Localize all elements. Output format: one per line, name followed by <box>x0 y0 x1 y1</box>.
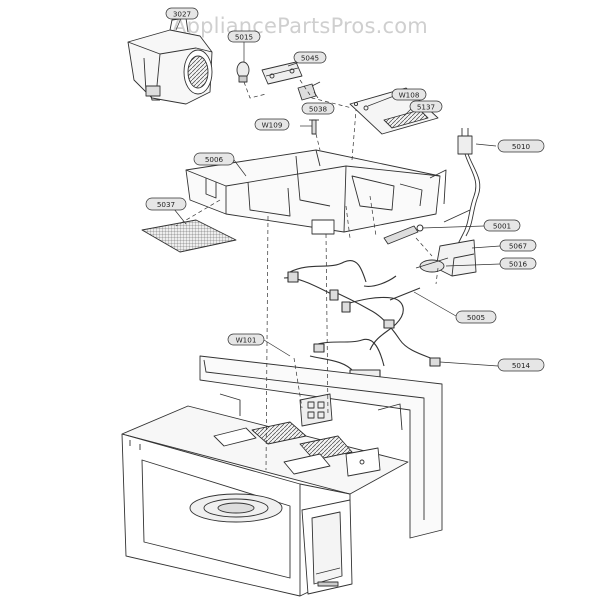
lamp-part[interactable] <box>236 61 250 83</box>
label-w108[interactable]: W108 <box>391 88 427 101</box>
label-5038-text: 5038 <box>309 105 328 114</box>
label-5005-text: 5005 <box>467 313 485 322</box>
fan-motor-part[interactable] <box>127 17 213 105</box>
upper-frame-part[interactable] <box>185 149 447 235</box>
label-5005[interactable]: 5005 <box>455 310 497 324</box>
screw-part[interactable] <box>309 119 319 135</box>
label-5016[interactable]: 5016 <box>499 257 537 270</box>
label-leader-lines <box>169 15 501 367</box>
label-5015-text: 5015 <box>235 33 253 42</box>
label-5001-text: 5001 <box>493 222 511 231</box>
label-5137[interactable]: 5137 <box>409 100 443 113</box>
label-5014[interactable]: 5014 <box>497 358 545 372</box>
label-w101-text: W101 <box>236 336 257 345</box>
label-5037[interactable]: 5037 <box>145 197 187 211</box>
label-5016-text: 5016 <box>509 260 528 269</box>
thermal-sensor-part[interactable] <box>383 224 424 245</box>
label-5010-text: 5010 <box>512 142 531 151</box>
label-5045-text: 5045 <box>301 54 319 63</box>
oven-cavity-part[interactable] <box>121 355 443 597</box>
label-5006[interactable]: 5006 <box>193 152 235 166</box>
label-5137-text: 5137 <box>417 103 435 112</box>
switch-part[interactable] <box>297 81 321 101</box>
label-5067[interactable]: 5067 <box>499 239 537 252</box>
label-3027-text: 3027 <box>173 10 191 19</box>
site-watermark: AppliancePartsPros.com <box>172 14 428 38</box>
label-w101[interactable]: W101 <box>227 333 265 346</box>
label-5015[interactable]: 5015 <box>227 30 261 43</box>
label-5038[interactable]: 5038 <box>301 102 335 115</box>
label-w108-text: W108 <box>399 91 420 100</box>
assembly-guide-lines <box>175 79 439 471</box>
label-5037-text: 5037 <box>157 200 175 209</box>
wire-harness-part[interactable] <box>283 260 441 381</box>
label-5045[interactable]: 5045 <box>293 51 327 64</box>
lamp-socket-part[interactable] <box>261 61 303 85</box>
label-5010[interactable]: 5010 <box>497 139 545 153</box>
label-5014-text: 5014 <box>512 361 531 370</box>
label-5067-text: 5067 <box>509 242 527 251</box>
label-w109-text: W109 <box>262 121 283 130</box>
label-3027[interactable]: 3027 <box>165 7 199 20</box>
label-5006-text: 5006 <box>205 155 224 164</box>
label-w109[interactable]: W109 <box>254 118 290 131</box>
bracket-part[interactable] <box>435 239 477 277</box>
label-5001[interactable]: 5001 <box>483 219 521 232</box>
grease-filter-part[interactable] <box>141 219 237 253</box>
